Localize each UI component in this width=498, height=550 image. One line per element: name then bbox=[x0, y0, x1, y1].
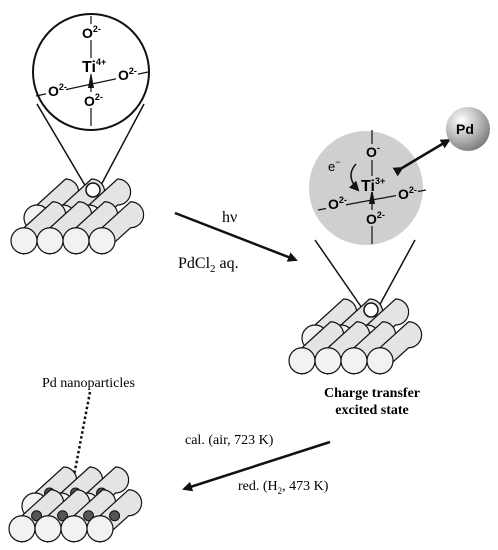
cone-line-left-2 bbox=[314, 239, 363, 309]
excited-caption-line2: excited state bbox=[335, 403, 408, 418]
ti4-o-right: O2- bbox=[118, 66, 137, 83]
ti3-o-bottom: O2- bbox=[366, 210, 385, 227]
ti4-site-group: Ti4+ O2- O2- O2- O2- bbox=[32, 13, 150, 188]
ti3-excited-site-group: Ti3+ O- O2- O2- O2- e− Pd bbox=[309, 107, 490, 309]
step2-calcination-label: cal. (air, 723 K) bbox=[185, 433, 274, 448]
ti4-o-right-backdrop bbox=[116, 66, 138, 82]
ti4-wedge-bond bbox=[88, 72, 94, 88]
silica-tube-bundle-top bbox=[10, 178, 145, 256]
silica-tube-bundle-bottom bbox=[8, 466, 143, 544]
pd-atom-ball bbox=[446, 107, 490, 151]
pd-atom-label: Pd bbox=[456, 121, 474, 137]
ti4-o-bottom-backdrop bbox=[82, 92, 102, 108]
arrow-photoexcitation bbox=[174, 211, 298, 262]
step1-hv-label: hν bbox=[222, 209, 237, 226]
ti4-o-left: O2- bbox=[48, 82, 67, 99]
nanoparticle-pointer-dotted bbox=[70, 391, 92, 487]
cone-line-right-2 bbox=[377, 239, 416, 309]
silica-tube bbox=[366, 321, 423, 376]
pd-nanoparticle bbox=[83, 510, 95, 522]
ti3-label-backdrop bbox=[360, 176, 384, 192]
silica-tube bbox=[86, 489, 143, 544]
pd-interaction-double-arrow bbox=[392, 138, 451, 177]
cone-line-right bbox=[99, 103, 145, 188]
pd-nanoparticle bbox=[57, 510, 69, 522]
ti3-o-right-backdrop bbox=[396, 186, 418, 202]
ti4-active-site-marker bbox=[85, 182, 101, 198]
ti3-o-top-backdrop bbox=[364, 144, 382, 160]
cone-line-left bbox=[36, 103, 87, 188]
arrow-calcination-reduction bbox=[182, 440, 331, 492]
pd-nanoparticles-label: Pd nanoparticles bbox=[42, 376, 135, 391]
ti4-o-left-backdrop bbox=[46, 82, 66, 98]
ti4-o-top-backdrop bbox=[80, 24, 100, 40]
silica-tube bbox=[36, 201, 93, 256]
electron-label: e− bbox=[328, 157, 341, 174]
ti3-center-label: Ti3+ bbox=[361, 176, 385, 195]
ti4-label-backdrop bbox=[80, 58, 102, 74]
silica-tube bbox=[340, 321, 397, 376]
electron-transfer-arrow bbox=[348, 163, 360, 192]
step2-reduction-label: red. (H2, 473 K) bbox=[238, 479, 329, 496]
ti4-center-label: Ti4+ bbox=[82, 57, 106, 76]
ti3-o-bottom-backdrop bbox=[364, 210, 384, 226]
pd-nanoparticle bbox=[109, 510, 121, 522]
silica-tube bbox=[34, 489, 91, 544]
ti4-o-bottom: O2- bbox=[84, 92, 103, 109]
pd-nanoparticle bbox=[31, 510, 43, 522]
silica-tube-bundle-middle bbox=[288, 298, 423, 376]
ti3-active-site-marker bbox=[363, 302, 379, 318]
ti3-o-top: O- bbox=[366, 143, 380, 160]
silica-tube bbox=[88, 201, 145, 256]
ti3-o-right: O2- bbox=[398, 185, 417, 202]
excited-caption-line1: Charge transfer bbox=[324, 386, 420, 401]
ti4-o-top: O2- bbox=[82, 24, 101, 41]
ti3-wedge-bond bbox=[369, 188, 375, 204]
ti3-o-left: O2- bbox=[328, 195, 347, 212]
step1-pdcl2-label: PdCl2 aq. bbox=[178, 255, 239, 275]
ti3-o-left-backdrop bbox=[326, 196, 346, 212]
